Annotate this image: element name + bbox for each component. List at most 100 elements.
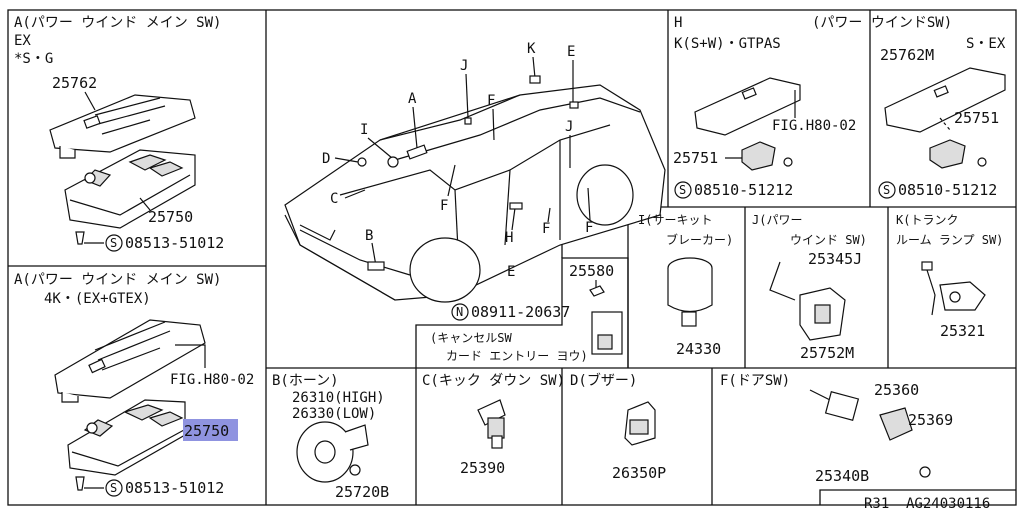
part-25360[interactable]: 25360 bbox=[874, 381, 919, 399]
footer-code: AG24030116 bbox=[906, 496, 990, 510]
switch-cover-shape bbox=[49, 94, 196, 159]
panel-a2-variant: 4K・(EX+GTEX) bbox=[44, 291, 151, 307]
panel-h-title: H bbox=[674, 15, 682, 31]
callout-a[interactable]: A bbox=[408, 91, 417, 107]
panel-e: E 25580 N 08911-20637 (キャンセルSW カード エントリー… bbox=[430, 262, 623, 363]
svg-text:N: N bbox=[456, 305, 463, 319]
svg-text:S: S bbox=[110, 236, 117, 250]
panel-a2-title: A(パワー ウインド メイン SW) bbox=[14, 272, 221, 288]
panel-a-ex: A(パワー ウインド メイン SW) EX *S・G 25762 25750 bbox=[14, 15, 224, 252]
panel-k-subtitle: ルーム ランプ SW) bbox=[896, 233, 1003, 247]
part-25762[interactable]: 25762 bbox=[52, 74, 97, 92]
callout-f-3[interactable]: F bbox=[542, 221, 550, 237]
callout-f-1[interactable]: F bbox=[487, 93, 495, 109]
callout-d[interactable]: D bbox=[322, 151, 330, 167]
panel-b: B(ホーン) 26310(HIGH) 26330(LOW) 25720B bbox=[272, 373, 389, 501]
panel-e-title: E bbox=[507, 264, 515, 280]
nut-symbol-n-icon: N bbox=[451, 303, 469, 321]
screw-icon-2 bbox=[75, 476, 85, 491]
part-25580[interactable]: 25580 bbox=[569, 262, 614, 280]
panel-i-title: I(サーキット bbox=[638, 213, 712, 227]
switch-assembly-shape bbox=[64, 149, 196, 229]
callout-j-2[interactable]: J bbox=[565, 119, 573, 135]
panel-c-title: C(キック ダウン SW) bbox=[422, 373, 565, 389]
screw-08510-51212-left[interactable]: 08510-51212 bbox=[694, 181, 793, 199]
callout-i[interactable]: I bbox=[360, 122, 368, 138]
panel-b-high: 26310(HIGH) bbox=[292, 390, 385, 406]
part-25751-right[interactable]: 25751 bbox=[954, 109, 999, 127]
svg-text:S: S bbox=[110, 481, 117, 495]
screw-symbol-s-icon: S bbox=[105, 234, 123, 252]
cancel-switch-shape bbox=[589, 285, 623, 355]
callout-f-4[interactable]: F bbox=[585, 220, 593, 236]
part-25751-left[interactable]: 25751 bbox=[673, 149, 718, 167]
trunk-lamp-switch-shape bbox=[921, 261, 986, 316]
part-25321[interactable]: 25321 bbox=[940, 322, 985, 340]
panel-e-note-1: (キャンセルSW bbox=[430, 331, 512, 345]
callout-c[interactable]: C bbox=[330, 191, 338, 207]
panel-h-title-right: (パワー ウインドSW) bbox=[812, 15, 952, 31]
fig-ref-h80-02-h[interactable]: FIG.H80-02 bbox=[772, 118, 856, 134]
panel-c: C(キック ダウン SW) 25390 bbox=[422, 373, 565, 477]
svg-text:S: S bbox=[679, 183, 686, 197]
callout-h[interactable]: H bbox=[505, 230, 513, 246]
car-callouts: A B C D E F F F F H I J J K bbox=[322, 41, 593, 271]
screw-08513-51012[interactable]: 08513-51012 bbox=[125, 234, 224, 252]
part-26350p[interactable]: 26350P bbox=[612, 464, 666, 482]
callout-e[interactable]: E bbox=[567, 44, 575, 60]
panel-a1-variant-2: *S・G bbox=[14, 51, 53, 67]
panel-a1-title: A(パワー ウインド メイン SW) bbox=[14, 15, 221, 31]
screw-symbol-s-icon-2: S bbox=[105, 479, 123, 497]
callout-k[interactable]: K bbox=[527, 41, 536, 57]
footer: R31 AG24030116 bbox=[864, 496, 990, 510]
h-cover-right-shape bbox=[884, 67, 1006, 133]
svg-text:S: S bbox=[883, 183, 890, 197]
part-25752m[interactable]: 25752M bbox=[800, 344, 854, 362]
screw-symbol-s-icon-h2: S bbox=[878, 181, 896, 199]
panel-i-subtitle: ブレーカー) bbox=[666, 232, 733, 247]
panel-j-title: J(パワー bbox=[752, 213, 802, 227]
h-cover-left-shape bbox=[694, 77, 801, 136]
kickdown-switch-shape bbox=[477, 399, 506, 449]
h-switch-right-shape bbox=[929, 139, 966, 169]
callout-f-2[interactable]: F bbox=[440, 198, 448, 214]
part-25340b[interactable]: 25340B bbox=[815, 467, 869, 485]
h-switch-left-shape bbox=[741, 141, 776, 171]
panel-a-4k: A(パワー ウインド メイン SW) 4K・(EX+GTEX) FIG.H80-… bbox=[14, 272, 254, 497]
door-switch-shape bbox=[809, 389, 931, 478]
panel-b-low: 26330(LOW) bbox=[292, 406, 376, 422]
fig-ref-h80-02[interactable]: FIG.H80-02 bbox=[170, 372, 254, 388]
panel-f: F(ドアSW) 25360 25369 25340B bbox=[720, 373, 953, 485]
screw-symbol-s-icon-h1: S bbox=[674, 181, 692, 199]
part-25750[interactable]: 25750 bbox=[148, 208, 193, 226]
part-25750-highlighted[interactable]: 25750 bbox=[184, 422, 229, 440]
part-24330[interactable]: 24330 bbox=[676, 340, 721, 358]
panel-d: D(ブザー) 26350P bbox=[570, 372, 666, 482]
window-switch-j-shape bbox=[769, 261, 846, 341]
buzzer-shape bbox=[624, 401, 656, 446]
callout-b[interactable]: B bbox=[365, 228, 373, 244]
panel-d-title: D(ブザー) bbox=[570, 372, 637, 389]
part-25762m[interactable]: 25762M bbox=[880, 46, 934, 64]
screw-icon bbox=[75, 231, 85, 245]
panel-i: I(サーキット ブレーカー) 24330 bbox=[638, 213, 733, 358]
panel-a1-variant: EX bbox=[14, 33, 31, 49]
panel-h: H (パワー ウインドSW) K(S+W)・GTPAS S・EX FIG.H80… bbox=[673, 15, 1006, 199]
panel-j: J(パワー ウインド SW) 25345J 25752M bbox=[752, 213, 867, 362]
panel-h-variant-right: S・EX bbox=[966, 36, 1006, 52]
screw-08510-51212-right[interactable]: 08510-51212 bbox=[898, 181, 997, 199]
callout-j-1[interactable]: J bbox=[460, 58, 468, 74]
screw-08513-51012-2[interactable]: 08513-51012 bbox=[125, 479, 224, 497]
panel-e-note-2: カード エントリー ヨウ) bbox=[446, 349, 588, 363]
nut-08911-20637[interactable]: 08911-20637 bbox=[471, 303, 570, 321]
panel-b-title: B(ホーン) bbox=[272, 373, 339, 389]
part-25369[interactable]: 25369 bbox=[908, 411, 953, 429]
panel-k-title: K(トランク bbox=[896, 213, 958, 227]
part-25390[interactable]: 25390 bbox=[460, 459, 505, 477]
horn-shape bbox=[296, 421, 369, 483]
part-25720b[interactable]: 25720B bbox=[335, 483, 389, 501]
part-25345j[interactable]: 25345J bbox=[808, 250, 862, 268]
switch-assembly-shape-2 bbox=[67, 399, 186, 476]
panel-j-subtitle: ウインド SW) bbox=[790, 233, 867, 247]
